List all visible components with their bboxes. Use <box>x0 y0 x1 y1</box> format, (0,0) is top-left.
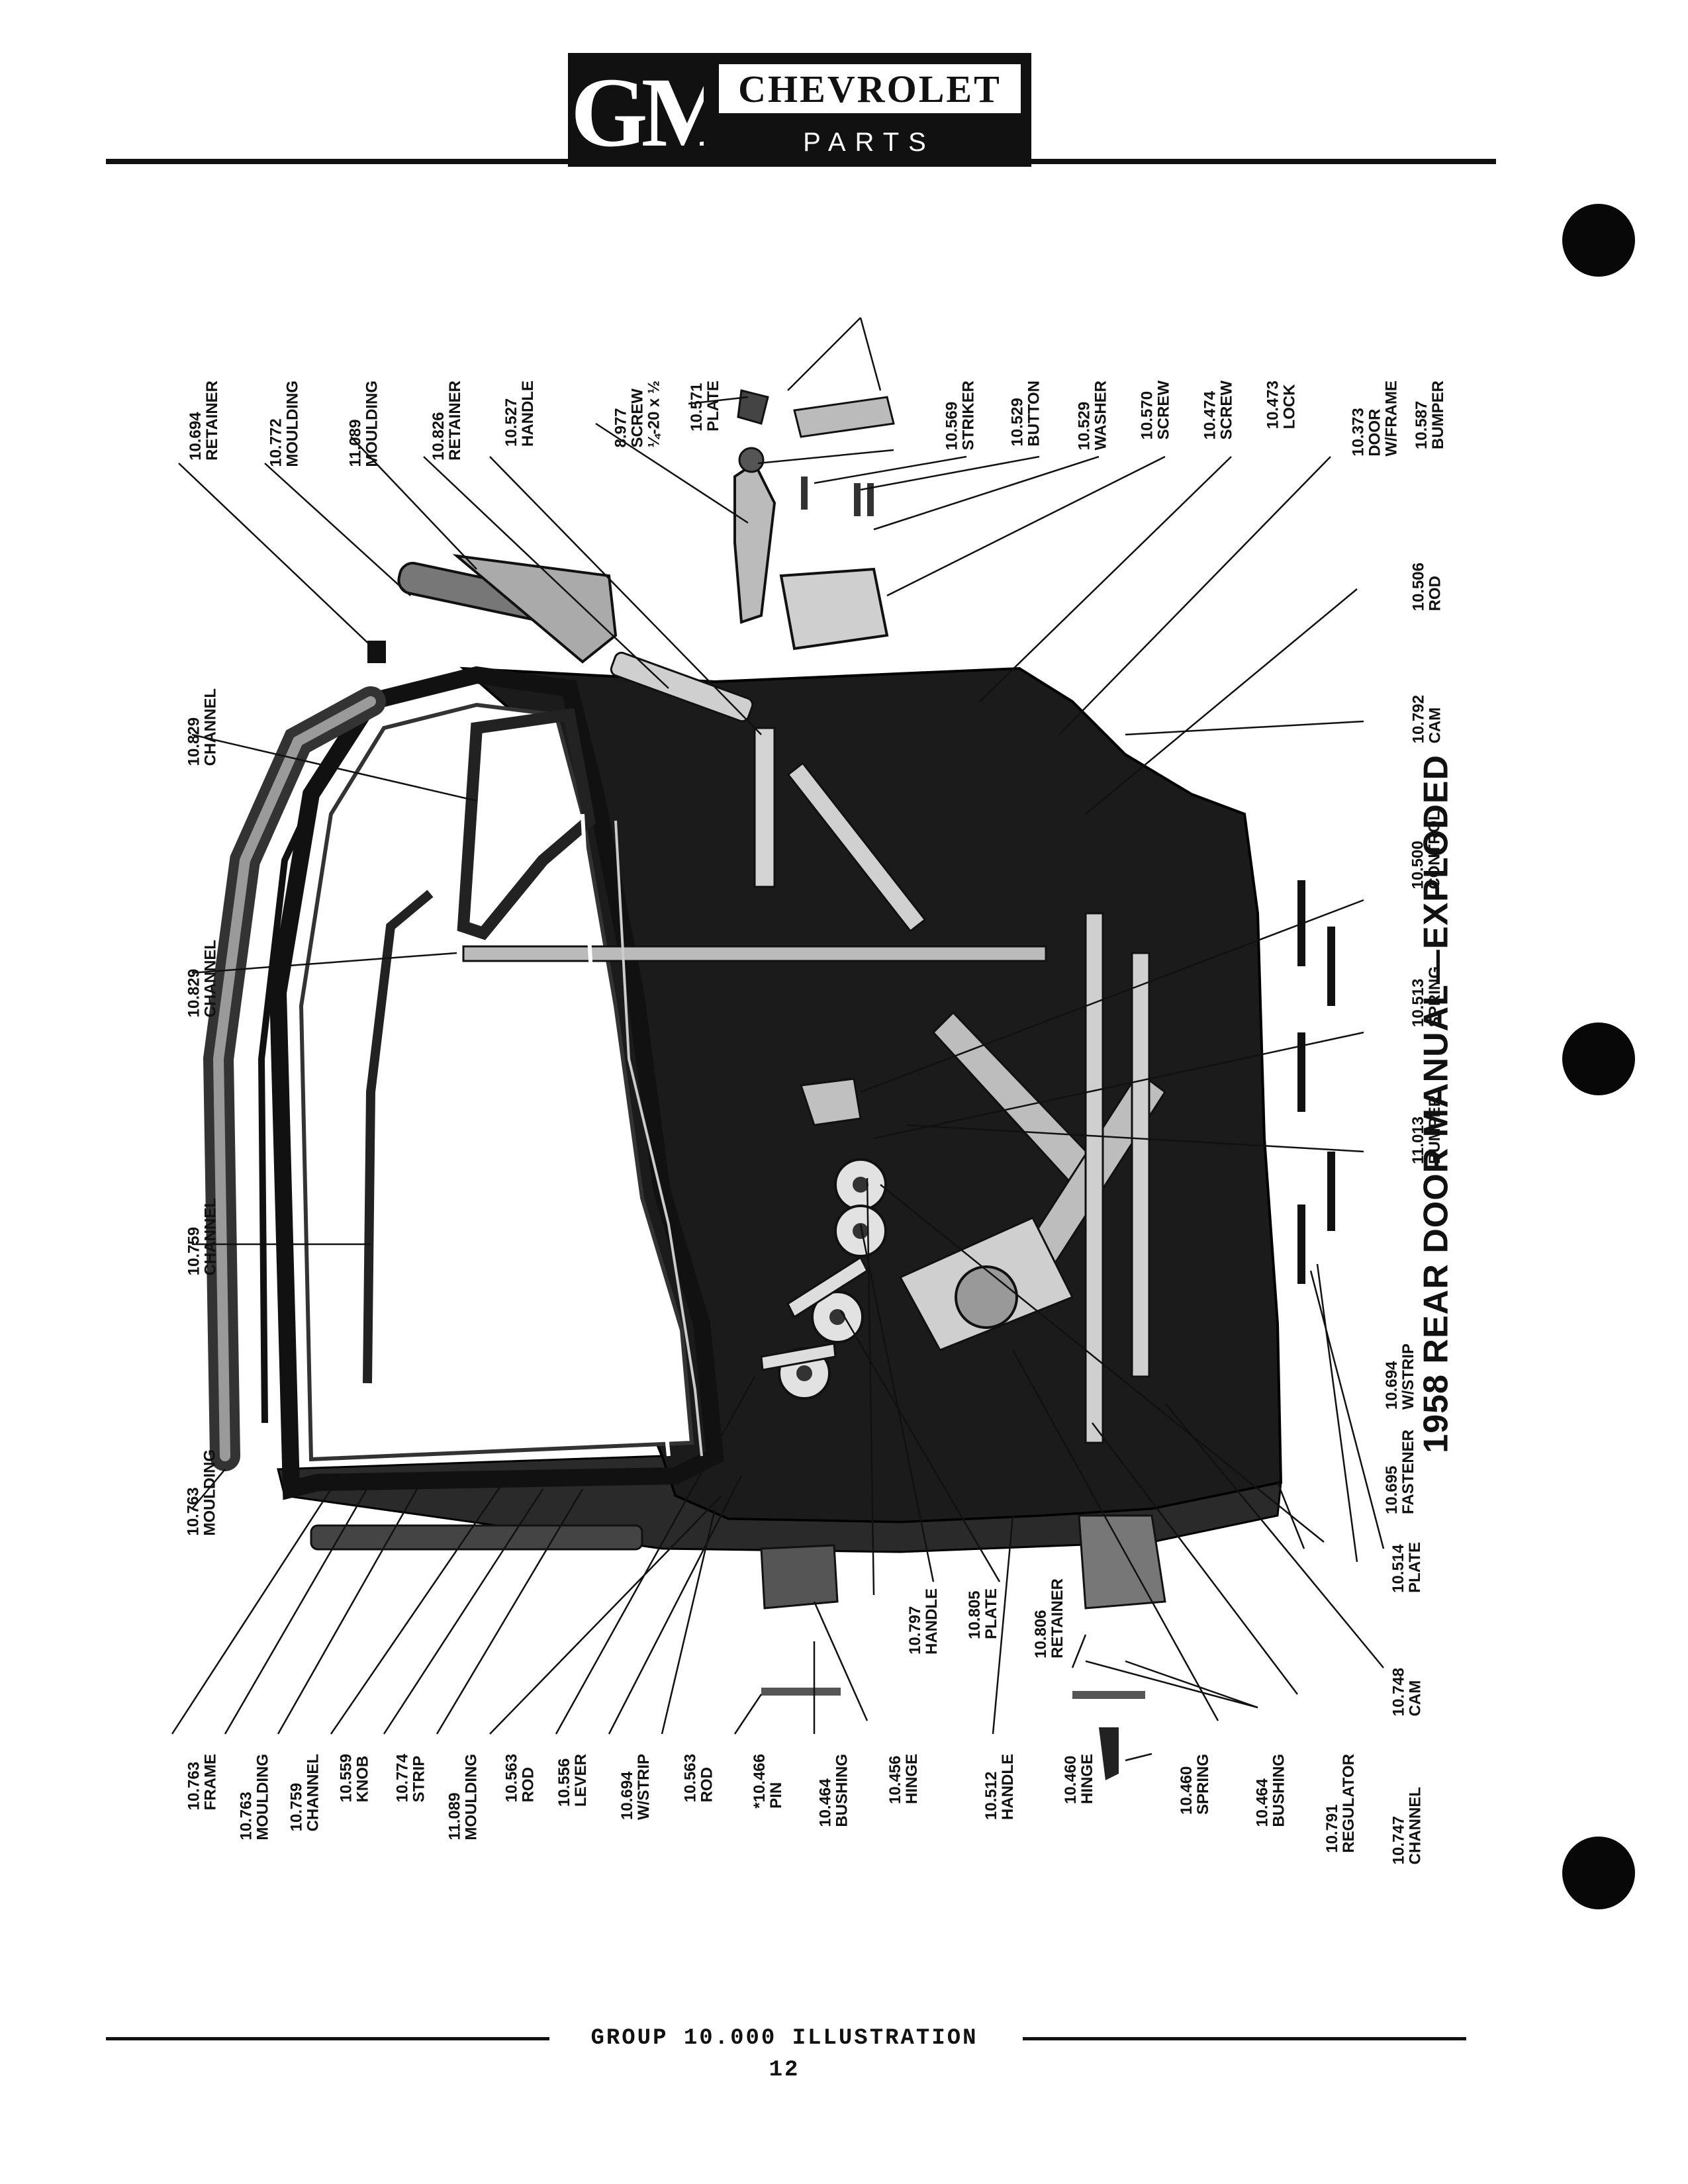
glass-run-channel <box>457 707 596 940</box>
moulding-outer-highlight <box>212 696 376 1461</box>
window-opening <box>299 702 694 1462</box>
footer-rule-left <box>106 2037 549 2040</box>
brand-name: CHEVROLET <box>717 62 1023 115</box>
front-run-channel <box>1084 912 1104 1444</box>
vent-moulding <box>452 554 618 664</box>
remote-control-rod <box>786 762 927 933</box>
punch-hole-bottom <box>1562 1837 1635 1909</box>
outside-handle <box>733 461 776 624</box>
lock-rod <box>753 727 776 888</box>
roller-2-hub <box>853 1223 868 1239</box>
hinge-pin <box>761 1688 841 1696</box>
window-handle-arm <box>786 1255 868 1319</box>
punch-hole-top <box>1562 204 1635 277</box>
footer-rule-right <box>1023 2037 1466 2040</box>
striker <box>793 396 895 438</box>
punch-hole-middle <box>1562 1023 1635 1095</box>
gm-chevrolet-logo: GM CHEVROLET PARTS CATALOGUE <box>568 53 1031 197</box>
weatherstrip-5 <box>1297 1205 1305 1284</box>
control-bracket <box>799 1077 862 1126</box>
inner-channel-bar <box>610 651 754 723</box>
roller-3-hub <box>829 1309 845 1325</box>
glass-run-inner-2 <box>614 820 703 1457</box>
weatherstrip-4 <box>1327 1152 1335 1231</box>
division-channel <box>462 945 1047 962</box>
catalogue-subtitle: PARTS CATALOGUE <box>747 128 991 197</box>
screw-2 <box>854 483 861 516</box>
channel-strip-inner <box>363 889 434 1384</box>
glass-run-inner <box>581 813 671 1457</box>
leader-lines <box>171 317 1385 1762</box>
lower-hinge <box>760 1544 839 1610</box>
weatherstrip-2 <box>1327 927 1335 1006</box>
channel-strip-left <box>258 759 334 1424</box>
lower-moulding-bar <box>310 1524 643 1551</box>
rear-run-channel <box>1131 952 1150 1378</box>
screw-1 <box>801 477 808 510</box>
screw-3 <box>867 483 874 516</box>
upper-hinge <box>1078 1514 1166 1610</box>
handle-button <box>738 447 765 473</box>
door-handle-arm <box>760 1342 837 1371</box>
regulator-spring <box>955 1265 1018 1329</box>
roller-1-hub <box>853 1177 868 1193</box>
header-divider <box>106 159 1496 164</box>
roller-4-hub <box>796 1365 812 1381</box>
hinge-spring <box>1099 1727 1119 1780</box>
door-lock <box>779 567 889 651</box>
hinge-pin-2 <box>1072 1691 1145 1699</box>
footer-caption: GROUP 10.000 ILLUSTRATION 12 <box>590 2026 978 2083</box>
striker-plate <box>737 389 769 425</box>
weatherstrip-3 <box>1297 1032 1305 1112</box>
